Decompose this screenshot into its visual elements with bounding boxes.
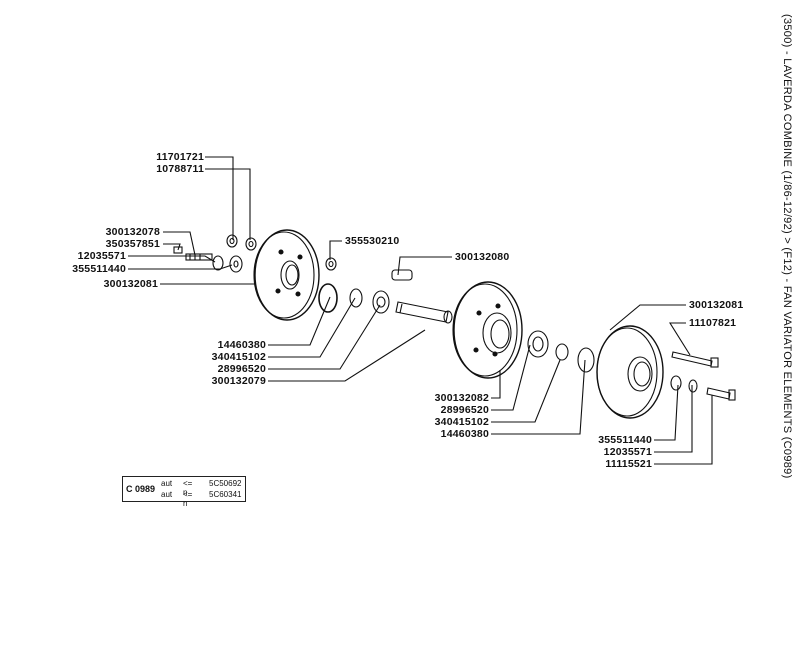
serial-row-1-prefix: aut xyxy=(161,479,173,488)
part-label-350357851: 350357851 xyxy=(105,238,160,250)
serial-row-2-number: 5C60341 xyxy=(209,490,242,499)
serial-row-2-operator: <= n xyxy=(183,490,193,508)
center-shaft xyxy=(395,301,453,324)
part-label-340415102-right: 340415102 xyxy=(434,416,489,428)
left-variator-disc xyxy=(253,229,320,321)
part-label-28996520-right: 28996520 xyxy=(440,404,489,416)
page-title-vertical: (3500) - LAVERDA COMBINE (1/86-12/92) > … xyxy=(780,14,794,644)
leader-lines xyxy=(128,156,713,465)
part-label-10788711: 10788711 xyxy=(156,163,204,175)
serial-code-box: C 0989 aut <= n 5C50692 aut <= n 5C60341 xyxy=(122,476,246,508)
center-small-parts xyxy=(318,257,413,314)
part-label-300132082: 300132082 xyxy=(434,392,489,404)
right-variator-disc xyxy=(596,325,664,419)
part-label-300132079: 300132079 xyxy=(211,375,266,387)
part-label-340415102-left: 340415102 xyxy=(211,351,266,363)
center-hub-disc xyxy=(452,281,523,379)
part-label-14460380-left: 14460380 xyxy=(217,339,266,351)
left-nuts xyxy=(226,234,257,251)
right-bolt-set xyxy=(670,351,736,401)
part-label-355511440-left: 355511440 xyxy=(72,263,126,275)
part-label-11701721: 11701721 xyxy=(156,151,204,163)
part-label-355511440-right: 355511440 xyxy=(598,434,652,446)
part-label-28996520-left: 28996520 xyxy=(217,363,266,375)
part-label-14460380-right: 14460380 xyxy=(440,428,489,440)
part-label-12035571-right: 12035571 xyxy=(603,446,652,458)
page-title: (3500) - LAVERDA COMBINE (1/86-12/92) > … xyxy=(781,14,793,479)
left-bolt-set xyxy=(173,246,243,273)
right-bearing-set xyxy=(527,330,595,373)
part-label-11115521: 11115521 xyxy=(605,458,652,470)
part-label-11107821: 11107821 xyxy=(689,317,737,329)
serial-row-2-prefix: aut xyxy=(161,490,173,499)
part-label-12035571-left: 12035571 xyxy=(77,250,126,262)
part-label-300132078: 300132078 xyxy=(105,226,160,238)
diagram-code: C 0989 xyxy=(126,484,156,494)
serial-row-1-number: 5C50692 xyxy=(209,479,242,488)
part-label-300132080: 300132080 xyxy=(455,251,510,263)
part-label-300132081-left: 300132081 xyxy=(103,278,158,290)
part-label-300132081-right: 300132081 xyxy=(689,299,744,311)
part-label-355530210: 355530210 xyxy=(345,235,400,247)
serial-row-1-operator: <= n xyxy=(183,479,193,497)
